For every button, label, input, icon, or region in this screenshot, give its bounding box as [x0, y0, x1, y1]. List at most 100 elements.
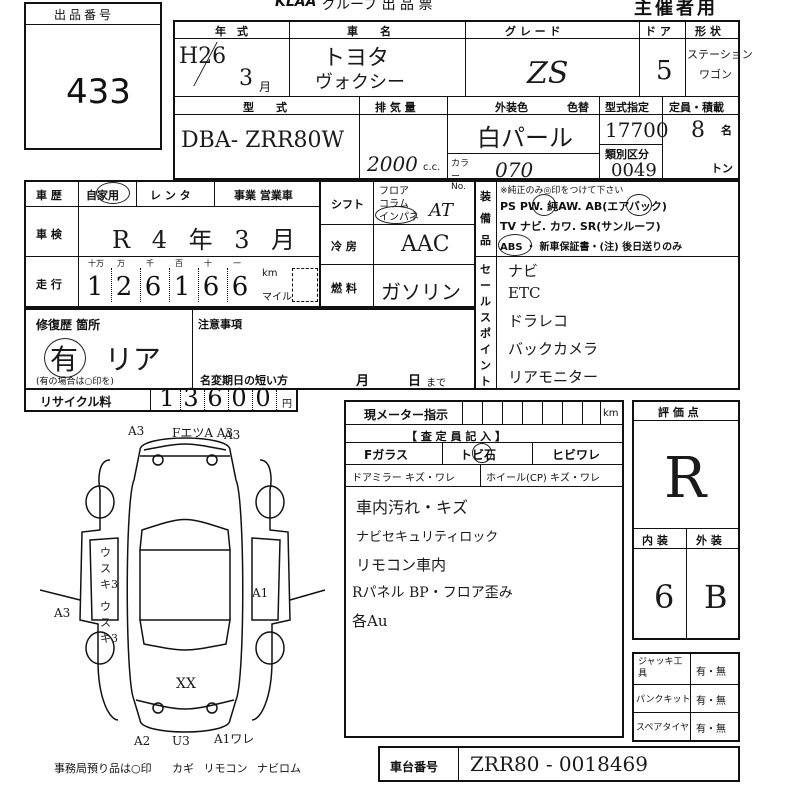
km-label: km	[262, 268, 278, 279]
shift-column: コラム	[379, 199, 409, 210]
mark-left-side: A3	[54, 606, 71, 620]
type-value: DBA- ZRR80W	[181, 128, 345, 153]
history-table: 車 歴 自家用 レ ン タ 事業 営業車 車 検 R 4 年 3 月 走 行 k…	[24, 180, 321, 308]
mark-rear-left: A2	[134, 734, 151, 748]
lot-number: 433	[66, 72, 131, 112]
items-table: ジャッキ工 具 有・無 パンクキット 有・無 スペアタイヤ 有・無	[632, 652, 740, 742]
meter-label: 現メーター指示	[364, 408, 449, 422]
comment-1: 車内汚れ・キズ	[356, 498, 469, 517]
mileage-unit-label: 十	[204, 259, 212, 268]
grade-value: ZS	[527, 56, 569, 91]
shape-label: 形 状	[695, 25, 721, 38]
type-label: 型 式	[243, 101, 287, 114]
history-business: 事業 営業車	[234, 189, 293, 202]
capacity-value: 8	[691, 118, 705, 143]
model-value: ヴォクシー	[315, 72, 405, 93]
organizer-use: 主催者用	[634, 0, 718, 19]
inspector-label: 【 査 定 員 記 入 】	[406, 430, 506, 443]
shift-floor: フロア	[379, 186, 409, 197]
puncture-label: パンクキット	[636, 695, 691, 705]
grade-table: 評 価 点 R 内 装 外 装 6 B	[632, 400, 740, 640]
grade-value: R	[664, 446, 707, 511]
spare-label: スペアタイヤ	[636, 723, 690, 733]
name-label: 車 名	[347, 25, 391, 38]
chassis-label: 車台番号	[390, 760, 439, 774]
mileage-unit-label: 千	[146, 259, 154, 268]
mileage-digit: 2	[115, 272, 133, 302]
mile-label: マイル	[262, 292, 292, 303]
recycle-label: リサイクル料	[40, 395, 112, 409]
shape-value-1: ステーション	[687, 48, 753, 61]
fuel-value: ガソリン	[381, 280, 461, 304]
f-glass-label: Fガラス	[364, 448, 408, 462]
mark-front-left: A3	[128, 424, 145, 438]
mark-front-right: A3	[224, 428, 241, 442]
puncture-value: 有・無	[696, 696, 726, 707]
grade-label: 評 価 点	[658, 406, 699, 419]
color-no-label: カラー No.	[451, 159, 470, 192]
office-items: カギ リモコン ナビロム	[172, 762, 301, 775]
lot-box: 出品番号 433	[24, 2, 162, 150]
month-value: 3	[239, 66, 253, 91]
exterior-color-value: 白パール	[477, 124, 573, 152]
jack-value: 有・無	[696, 667, 726, 678]
comment-2: ナビセキュリティロック	[356, 530, 499, 545]
sales-item-3: ドラレコ	[508, 312, 569, 330]
year-label: 年 式	[215, 25, 248, 38]
equipment-label: 装備品	[480, 190, 491, 247]
mirror-label: ドアミラー キズ・ワレ	[352, 473, 455, 484]
logo: KLAA	[275, 0, 317, 10]
displacement-unit: c.c.	[423, 162, 441, 173]
equipment-line3: ABS ・ 新車保証書・(注) 後日送りのみ	[500, 242, 683, 253]
meter-unit: km	[603, 408, 619, 419]
displacement-label: 排 気 量	[375, 101, 416, 114]
chassis-value: ZRR80 - 0018469	[470, 752, 649, 776]
equipment-line2: TV ナビ. カワ. SR(サンルーフ)	[500, 220, 661, 233]
comment-5: 各Au	[352, 612, 388, 630]
lot-label: 出品番号	[54, 8, 115, 22]
month-unit: 月	[259, 80, 272, 94]
sales-item-4: バックカメラ	[508, 340, 599, 358]
capacity-label: 定員・積載	[669, 101, 724, 114]
mileage-unit-label: 十万	[88, 259, 104, 268]
interior-label: 内 装	[642, 534, 668, 547]
shift-table: シフト フロア コラム インパネ AT 冷 房 AAC 燃 料 ガソリン	[319, 180, 476, 308]
fuel-label: 燃 料	[331, 282, 357, 295]
comment-4: Rパネル BP・フロア歪み	[352, 585, 513, 601]
f-glass-circle	[472, 443, 492, 463]
inspection-value: R 4 年 3 月	[112, 226, 296, 254]
vehicle-table: 年 式 H26 3 月 車 名 トヨタ ヴォクシー グ レ ー ド ZS ド ア…	[173, 20, 753, 192]
notes-label: 注意事項	[198, 318, 242, 331]
repair-table: 修復歴 箇所 有 リア (有の場合は○印を) 注意事項 名変期日の短い方 月 日…	[24, 308, 476, 390]
mark-right-side: A1	[252, 586, 269, 600]
type-spec-label: 型式指定	[605, 101, 649, 114]
shift-label: シフト	[331, 198, 364, 211]
spare-value: 有・無	[696, 724, 726, 735]
exterior-color-label: 外装色	[495, 101, 528, 114]
ab-circle	[626, 194, 652, 216]
displacement-value: 2000	[367, 152, 418, 176]
mileage-unit-label: 万	[117, 259, 125, 268]
mark-rear-right: A1ワレ	[214, 732, 255, 746]
recycle-unit: 円	[282, 399, 292, 410]
mark-roof-rear: XX	[176, 676, 196, 692]
sales-label: セールスポイント	[480, 263, 491, 388]
expiry-label: 名変期日の短い方	[200, 374, 288, 387]
shape-value-2: ワゴン	[699, 68, 732, 81]
group-title: グループ 出 品 票	[322, 0, 433, 13]
load-unit: トン	[711, 162, 733, 175]
crack-label: ヒビワレ	[552, 448, 601, 462]
expiry-day: 日	[408, 374, 422, 389]
exterior-value: B	[704, 578, 728, 616]
class-value: 0049	[611, 160, 657, 181]
mile-box	[292, 268, 318, 302]
jack-label: ジャッキ工 具	[638, 657, 683, 679]
capacity-unit: 名	[721, 124, 732, 137]
history-rental: レ ン タ	[150, 189, 191, 202]
doors-value: 5	[656, 56, 673, 86]
abs-circle	[498, 234, 532, 256]
recycle-digit: 3	[183, 384, 199, 412]
sales-item-5: リアモニター	[508, 368, 599, 386]
type-spec-value: 17700	[605, 118, 669, 142]
